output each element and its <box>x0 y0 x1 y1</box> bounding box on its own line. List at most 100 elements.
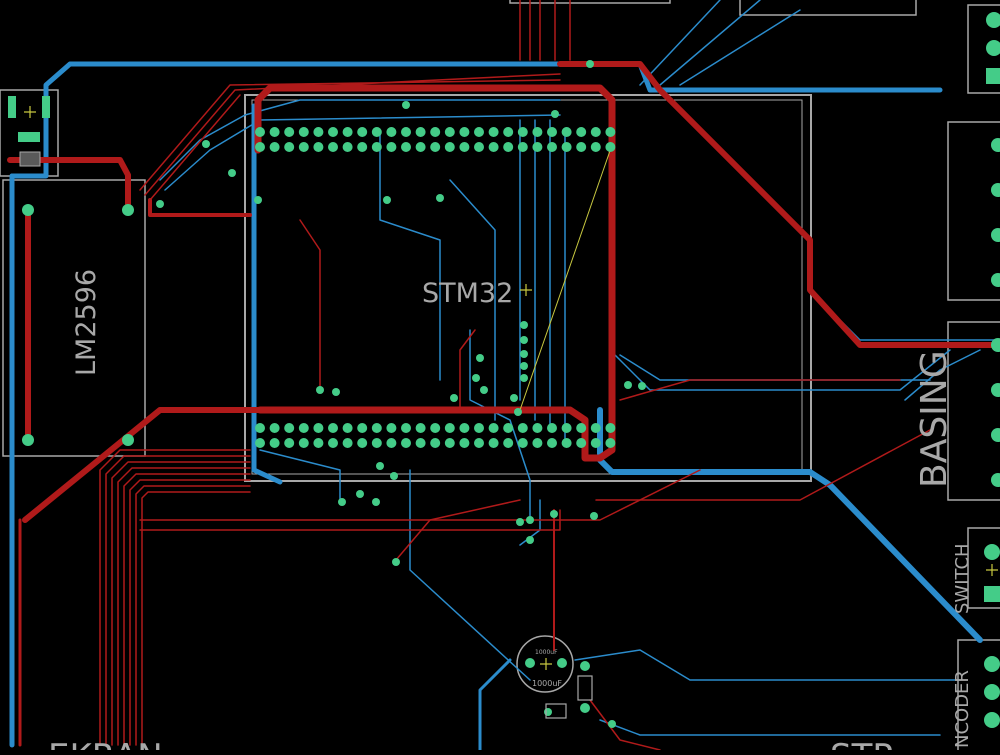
header-pad <box>430 438 441 448</box>
header-pad <box>488 423 499 433</box>
header-pad <box>284 142 295 152</box>
header-pad <box>590 142 601 152</box>
header-pad <box>488 127 499 137</box>
lm2596-outline <box>2 179 146 457</box>
header-pad <box>255 142 265 152</box>
header-pad <box>430 142 441 152</box>
header-pad <box>590 127 601 137</box>
header-pad <box>328 438 338 448</box>
header-pad <box>517 142 528 152</box>
header-pad <box>590 438 601 448</box>
header-pad <box>357 142 368 152</box>
header-pad <box>605 438 616 448</box>
header-pad <box>561 423 572 433</box>
bottom-layer-traces <box>9 0 1000 752</box>
header-pad <box>576 438 587 448</box>
header-pad <box>517 423 528 433</box>
header-pad <box>357 423 368 433</box>
header-pad <box>474 142 484 152</box>
header-pad <box>532 142 543 152</box>
header-pad <box>488 142 499 152</box>
origin-markers <box>24 106 998 670</box>
header-pad <box>576 423 587 433</box>
header-pad <box>430 423 441 433</box>
header-pad <box>415 438 426 448</box>
header-pad <box>474 423 484 433</box>
header-pad <box>371 423 382 433</box>
small-component-outline <box>545 675 593 719</box>
header-pad <box>415 142 426 152</box>
header-pad <box>401 142 411 152</box>
header-pad <box>561 142 572 152</box>
stp-label: STP <box>830 737 893 750</box>
header-pad <box>532 127 543 137</box>
header-pad <box>576 142 587 152</box>
header-pad <box>298 438 309 448</box>
header-pad <box>605 142 616 152</box>
header-pad <box>298 423 309 433</box>
header-pad <box>547 142 557 152</box>
header-pad <box>269 142 280 152</box>
stm32-label: STM32 <box>422 278 513 309</box>
header-pad <box>328 423 338 433</box>
header-pad <box>342 142 353 152</box>
header-pad <box>342 127 353 137</box>
lm2596-label: LM2596 <box>71 269 102 376</box>
top-layer-traces <box>7 0 1000 751</box>
header-pad <box>357 438 368 448</box>
header-pad <box>313 438 324 448</box>
header-pad <box>430 127 441 137</box>
header-pad <box>459 438 470 448</box>
header-pad <box>517 438 528 448</box>
header-pad <box>590 423 601 433</box>
header-pad <box>298 127 309 137</box>
vias <box>156 60 646 728</box>
header-pad <box>547 423 557 433</box>
header-pad <box>313 423 324 433</box>
header-pad <box>342 423 353 433</box>
header-pad <box>255 438 265 448</box>
header-pad <box>561 127 572 137</box>
header-pad <box>459 423 470 433</box>
header-pad <box>459 127 470 137</box>
header-pad <box>444 438 455 448</box>
header-pad <box>386 423 397 433</box>
header-pad <box>298 142 309 152</box>
header-pad <box>255 127 265 137</box>
encoder-label: NCODER <box>952 670 973 748</box>
header-pad <box>357 127 368 137</box>
header-pad <box>532 423 543 433</box>
header-pad <box>269 438 280 448</box>
header-pad <box>561 438 572 448</box>
header-pad <box>386 127 397 137</box>
connector-pads <box>984 12 1000 728</box>
header-pad <box>313 142 324 152</box>
airwire <box>519 144 613 411</box>
header-pad <box>401 423 411 433</box>
header-pad <box>605 127 616 137</box>
header-pad <box>386 438 397 448</box>
header-pad <box>547 438 557 448</box>
header-pad <box>415 423 426 433</box>
header-pad <box>517 127 528 137</box>
header-pad <box>444 127 455 137</box>
header-pad <box>474 438 484 448</box>
header-pad <box>284 127 295 137</box>
header-pad <box>269 127 280 137</box>
header-pad <box>605 423 616 433</box>
header-pad <box>415 127 426 137</box>
header-pad <box>503 438 514 448</box>
header-pad <box>284 438 295 448</box>
header-pad <box>401 127 411 137</box>
lm2596-pads <box>8 96 134 446</box>
header-pad <box>328 127 338 137</box>
header-pad <box>328 142 338 152</box>
header-pad <box>371 438 382 448</box>
header-pad <box>255 423 265 433</box>
header-pad <box>444 423 455 433</box>
switch-label: SWITCH <box>952 543 973 614</box>
header-pad <box>503 127 514 137</box>
header-pad <box>503 423 514 433</box>
header-pad <box>401 438 411 448</box>
